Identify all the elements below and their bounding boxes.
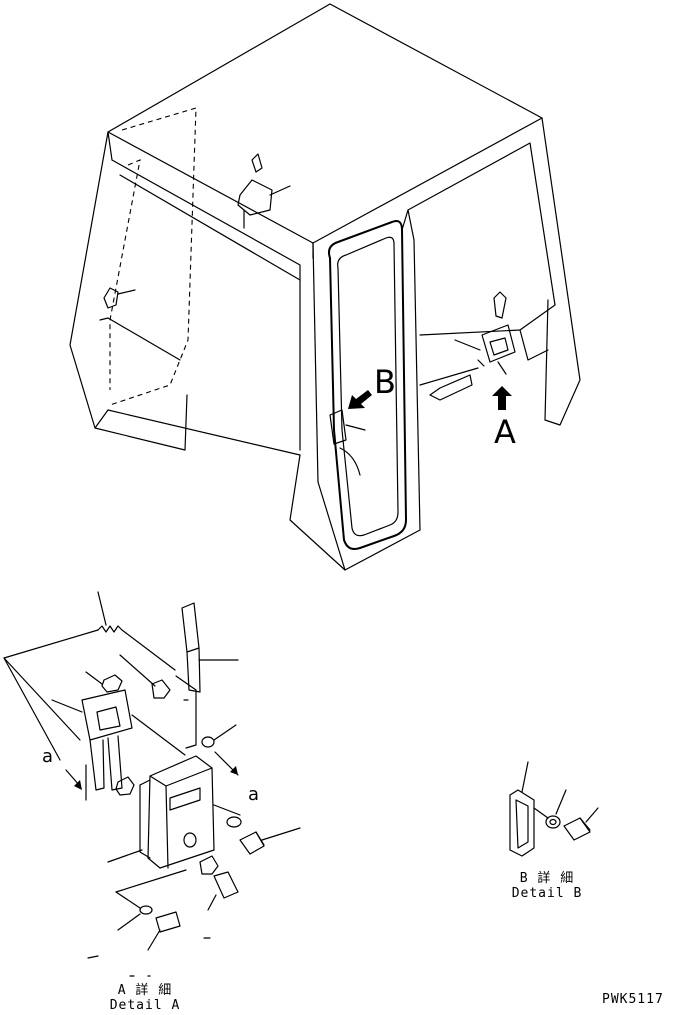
drawing-code: PWK5117 [602,992,664,1007]
view-label-a: A [494,413,516,451]
view-label-b: B [374,363,396,401]
detail-a-caption: A 詳 細 Detail A [100,983,190,1013]
detail-b-caption-en: Detail B [511,886,583,901]
detail-a-caption-en: Detail A [109,998,181,1013]
detail-a-caption-jp: A 詳 細 [117,983,173,998]
view-arrow-b [348,390,372,409]
detail-b-caption-jp: B 詳 細 [519,871,575,886]
detail-a-drawing [3,591,301,977]
part-label-a-right: a [248,784,260,805]
detail-b-drawing [509,761,599,857]
view-arrow-a [492,386,512,410]
detail-b-caption: B 詳 細 Detail B [502,871,592,901]
cab-body [69,3,581,571]
part-label-a-left: a [42,746,54,767]
